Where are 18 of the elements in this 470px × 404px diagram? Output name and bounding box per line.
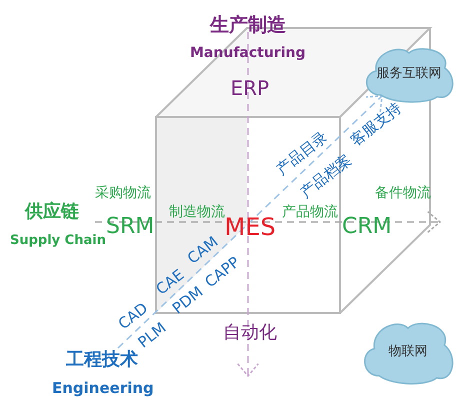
axis-title: 供应链	[25, 202, 79, 222]
cloud-label: 物联网	[388, 345, 428, 360]
axis-subtitle: Engineering	[52, 380, 154, 396]
flow-label: 备件物流	[375, 186, 431, 201]
flow-label: 客服支持	[347, 98, 405, 149]
flow-label: 产品物流	[282, 204, 338, 220]
system-label: MES	[224, 214, 276, 240]
system-label: ERP	[230, 77, 270, 99]
flow-label: 采购物流	[95, 186, 151, 201]
cloud-label: 服务互联网	[376, 67, 442, 82]
system-label: CRM	[342, 215, 392, 240]
subtitle-text: Manufacturing	[190, 46, 306, 61]
flow-label: 制造物流	[169, 204, 225, 220]
axis-title: 工程技术	[66, 350, 138, 370]
axis-subtitle: Supply Chain	[10, 234, 106, 248]
title-text: 生产制造	[210, 14, 286, 36]
axis-title: 自动化	[223, 323, 277, 343]
system-label: SRM	[106, 215, 154, 240]
